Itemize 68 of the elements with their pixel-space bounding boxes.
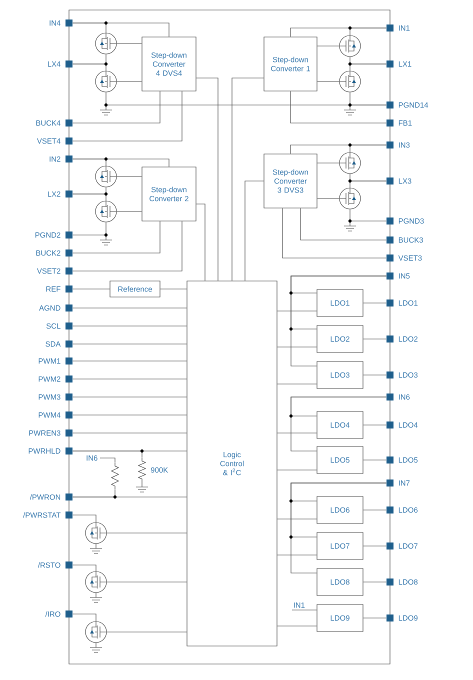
mosfet-symbol: [85, 522, 107, 544]
wire: [290, 276, 386, 366]
wire: [363, 374, 386, 376]
mosfet-symbol: [95, 200, 117, 222]
wire: [72, 514, 96, 522]
wire: [72, 91, 182, 142]
mosfet-symbol: [95, 70, 117, 92]
wire: [290, 28, 386, 37]
wire: [363, 424, 386, 426]
wire: [72, 221, 160, 254]
mosfet-symbol: [85, 571, 107, 593]
mosfet-symbol: [339, 152, 361, 174]
wire: [72, 222, 106, 236]
wire: [290, 482, 386, 574]
wire: [72, 288, 110, 290]
wire: [196, 204, 206, 281]
wire: [282, 208, 386, 258]
wire: [300, 208, 386, 240]
wire: [290, 144, 386, 154]
wire: [277, 432, 317, 434]
wire: [277, 518, 317, 520]
wire: [116, 81, 142, 82]
wire: [317, 162, 340, 164]
wire: [290, 91, 386, 124]
mosfet-symbol: [339, 188, 361, 210]
wire: [72, 378, 187, 380]
wire: [72, 64, 106, 71]
wire: [72, 396, 187, 398]
wire: [72, 91, 160, 124]
wire: [106, 532, 187, 534]
resistor-symbol: [110, 462, 120, 490]
wire: [317, 81, 340, 82]
wire: [363, 302, 386, 304]
wire: [72, 489, 116, 498]
wire: [72, 221, 182, 272]
wire: [350, 180, 386, 188]
wire: [72, 360, 187, 362]
wire: [100, 458, 116, 463]
mosfet-symbol: [85, 621, 107, 643]
wire: [232, 78, 264, 281]
wire: [363, 338, 386, 340]
mosfet-symbol: [95, 32, 117, 54]
wire: [72, 564, 96, 572]
wire: [350, 92, 386, 106]
wire: [72, 450, 142, 458]
wire: [196, 78, 218, 281]
wire: [277, 554, 317, 556]
wire: [277, 346, 317, 348]
wire: [317, 198, 340, 199]
wire: [72, 614, 96, 622]
wire: [116, 176, 142, 177]
wire: [72, 158, 170, 167]
wire: [116, 43, 142, 44]
resistor-symbol: [138, 458, 146, 482]
wire: [72, 194, 106, 201]
wire: [72, 432, 187, 434]
mosfet-symbol: [339, 35, 361, 57]
wire: [72, 22, 170, 37]
wire: [290, 396, 386, 452]
wire: [160, 288, 187, 290]
wire: [244, 180, 264, 281]
mosfet-symbol: [339, 70, 361, 92]
wire: [72, 414, 187, 416]
mosfet-symbol: [95, 166, 117, 188]
wire: [350, 64, 386, 71]
wire: [350, 209, 386, 222]
wire: [277, 310, 317, 312]
wire: [116, 211, 142, 212]
